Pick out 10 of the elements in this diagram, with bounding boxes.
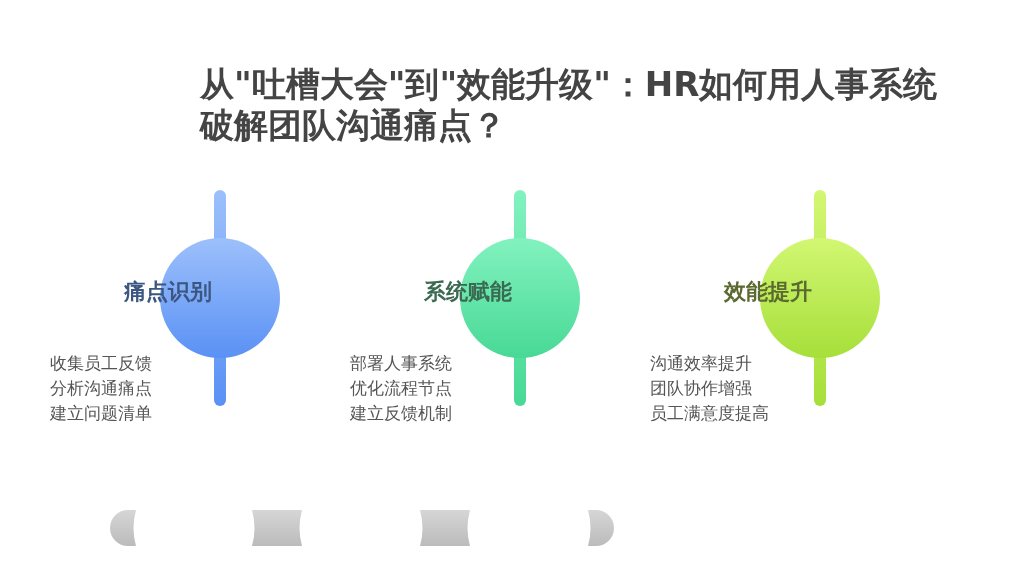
bullet-text: 部署人事系统: [350, 352, 452, 375]
bullet-text: 员工满意度提高: [650, 402, 769, 425]
bullet-text: 建立问题清单: [50, 402, 152, 425]
bullet-text: 沟通效率提升: [650, 352, 752, 375]
bullet-text: 分析沟通痛点: [50, 377, 152, 400]
bullet-text: 优化流程节点: [350, 377, 452, 400]
bullet-text: 团队协作增强: [650, 377, 752, 400]
bullet-text: 收集员工反馈: [50, 352, 152, 375]
title: 从"吐槽大会"到"效能升级"：HR如何用人事系统破解团队沟通痛点？: [200, 64, 939, 146]
bullet-text: 建立反馈机制: [350, 402, 452, 425]
